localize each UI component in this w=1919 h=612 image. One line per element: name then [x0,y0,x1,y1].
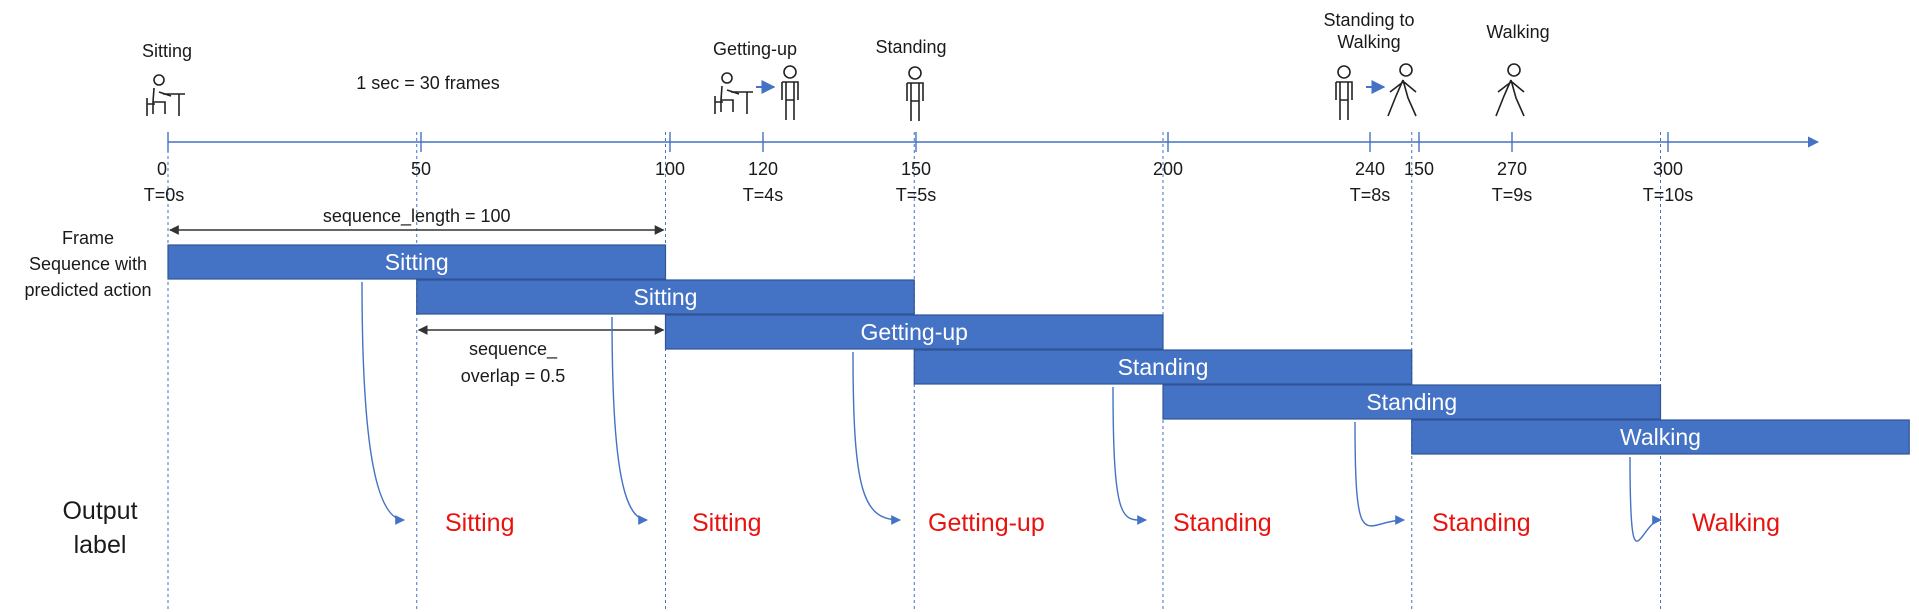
sequence-bar-label: Sitting [634,284,698,310]
output-arrow [1629,456,1662,542]
output-label: Getting-up [928,509,1045,537]
sequence-bar: Sitting [167,244,667,280]
action-label: Walking [1486,22,1549,42]
output-label: Sitting [692,509,761,537]
frame-rate-note: 1 sec = 30 frames [356,73,500,93]
person-standing-icon [1335,65,1353,120]
tick-time-label: T=4s [743,185,784,205]
person-walking-icon [1495,63,1525,117]
output-arrow [852,351,901,525]
tick-frame-label: 120 [748,159,778,179]
tick-frame-label: 0 [157,159,167,179]
tick-frame-label: 100 [655,159,685,179]
sequence-bar-rect [913,349,1413,385]
frame-guide-lines [167,132,1661,610]
person-standing-icon [781,65,799,120]
tick-frame-label: 50 [411,159,431,179]
person-walking-icon [1387,63,1417,117]
tick-frame-label: 150 [901,159,931,179]
sequence-bar: Walking [1411,419,1910,455]
tick-time-label: T=5s [896,185,937,205]
tick-time-label: T=0s [144,185,185,205]
person-standing-icon [906,66,924,121]
sequence-bar-rect [167,244,667,280]
output-label: Standing [1432,509,1531,537]
output-label: Walking [1692,509,1780,537]
sequence-bar-label: Standing [1118,354,1209,380]
person-sitting-at-desk-icon [146,74,185,116]
sequence-bar-rect [1162,384,1662,420]
sequence-bar: Standing [1162,384,1662,420]
sequence-bar-label: Sitting [385,249,449,275]
sequence-bar: Standing [913,349,1413,385]
sequence-bar: Getting-up [664,314,1164,350]
tick-time-label: T=8s [1350,185,1391,205]
sequence-bars: SittingSittingGetting-upStandingStanding… [167,244,1910,455]
dimension-annotations: sequence_length = 100 sequence_overlap = … [169,206,665,386]
tick-time-label: T=10s [1643,185,1694,205]
person-sitting-at-desk-icon [714,72,753,114]
output-arrow [611,316,648,525]
output-arrow [361,281,405,525]
action-label: Standing [875,37,946,57]
output-label: Standing [1173,509,1272,537]
output-arrows [361,281,1662,542]
sequence-bar-rect [416,279,915,315]
tick-frame-label: 150 [1404,159,1434,179]
tick-frame-label: 300 [1653,159,1683,179]
tick-frame-label: 240 [1355,159,1385,179]
sequence-bar-rect [664,314,1164,350]
action-label: Getting-up [713,39,797,59]
sequence-bar-label: Getting-up [861,319,968,345]
sequence-bar-rect [1411,419,1910,455]
output-arrow [1354,421,1405,527]
tick-frame-label: 270 [1497,159,1527,179]
output-labels: Sitting Sitting Getting-up Standing Standing… [445,509,1780,537]
sequence-overlap-label: sequence_overlap = 0.5 [461,339,566,386]
action-label: Sitting [142,41,192,61]
tick-frame-label: 200 [1153,159,1183,179]
output-label: Sitting [445,509,514,537]
sequence-bar-label: Walking [1620,424,1701,450]
tick-time-label: T=9s [1492,185,1533,205]
sequence-bar: Sitting [416,279,915,315]
output-arrow [1112,386,1147,525]
sequence-bar-label: Standing [1366,389,1457,415]
sequence-length-label: sequence_length = 100 [323,206,511,227]
